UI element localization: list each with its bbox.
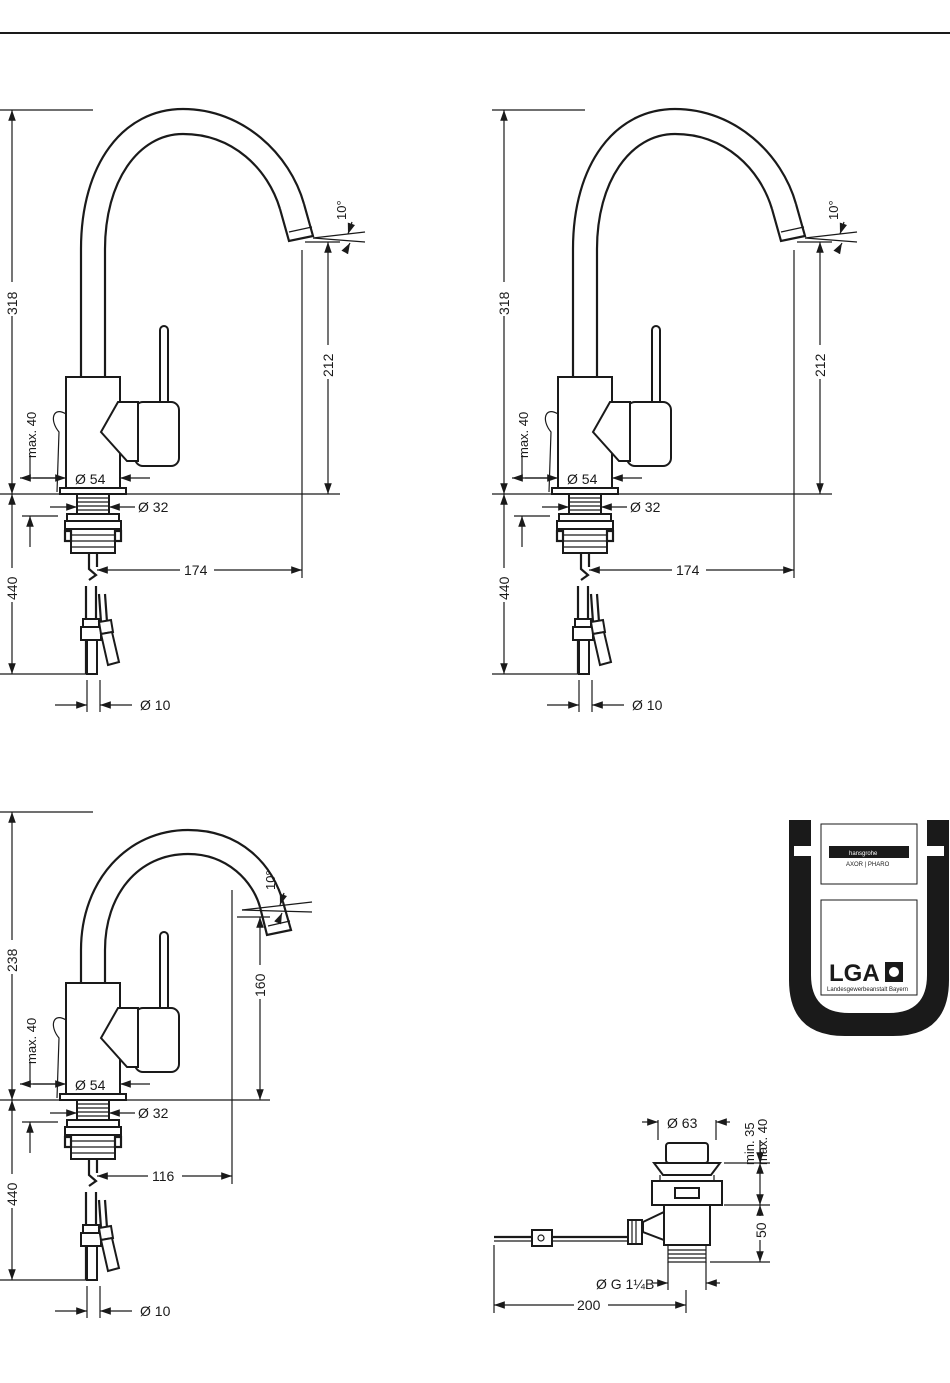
dim-reach: 174 <box>184 562 208 578</box>
dim-thread: Ø G 1¼B <box>596 1276 654 1292</box>
lga-logo: LGA <box>829 960 880 987</box>
dim-total-height: 318 <box>496 291 512 315</box>
dim-hose-diameter: Ø 10 <box>140 697 171 713</box>
dim-height-max: max. 40 <box>755 1119 770 1165</box>
dim-shank-diameter: Ø 32 <box>138 499 169 515</box>
dim-tail-length: 440 <box>496 576 512 600</box>
dim-reach: 174 <box>676 562 700 578</box>
dim-spout-height: 212 <box>320 353 336 377</box>
dim-spout-angle: 10° <box>826 200 841 220</box>
dim-tail-length: 440 <box>4 576 20 600</box>
dim-plug-diameter: Ø 63 <box>667 1115 698 1131</box>
dim-tail-length: 440 <box>4 1182 20 1206</box>
dim-shank-diameter: Ø 32 <box>630 499 661 515</box>
dim-reach: 116 <box>152 1168 175 1184</box>
dim-spout-height: 160 <box>252 973 268 997</box>
waste-set-drawing: Ø 63 min. 35 max. 40 50 Ø G 1¼B 200 <box>494 1115 771 1313</box>
lga-certificate-badge: hansgrohe AXOR | PHARO LGA Landesgewerbe… <box>789 820 949 1036</box>
dim-base-diameter: Ø 54 <box>567 471 598 487</box>
dim-spout-height: 212 <box>812 353 828 377</box>
dim-hose-diameter: Ø 10 <box>140 1303 171 1319</box>
dim-shank-diameter: Ø 32 <box>138 1105 169 1121</box>
dim-hose-diameter: Ø 10 <box>632 697 663 713</box>
lab-name: Landesgewerbeanstalt Bayern <box>827 987 908 993</box>
dim-spout-angle: 10° <box>263 870 278 890</box>
dim-counter-thickness: max. 40 <box>24 412 39 458</box>
dim-spout-angle: 10° <box>334 200 349 220</box>
dim-total-height: 238 <box>4 948 20 972</box>
dim-body-height: 50 <box>753 1222 769 1238</box>
faucet-drawing-c: 238 440 160 116 max. 40 Ø 54 Ø 32 Ø 10 1… <box>0 812 312 1319</box>
dim-total-height: 318 <box>4 291 20 315</box>
faucet-drawing-a: 318 440 212 174 max. 40 Ø 54 Ø 32 Ø 10 1… <box>0 109 365 713</box>
dim-counter-thickness: max. 40 <box>516 412 531 458</box>
dim-counter-thickness: max. 40 <box>24 1018 39 1064</box>
dim-base-diameter: Ø 54 <box>75 1077 106 1093</box>
sub-brands: AXOR | PHARO <box>846 862 890 868</box>
faucet-drawing-b: 318 440 212 174 max. 40 Ø 54 Ø 32 Ø 10 1… <box>492 109 857 713</box>
dim-base-diameter: Ø 54 <box>75 471 106 487</box>
brand-name: hansgrohe <box>849 851 878 857</box>
dim-rod-length: 200 <box>577 1297 601 1313</box>
